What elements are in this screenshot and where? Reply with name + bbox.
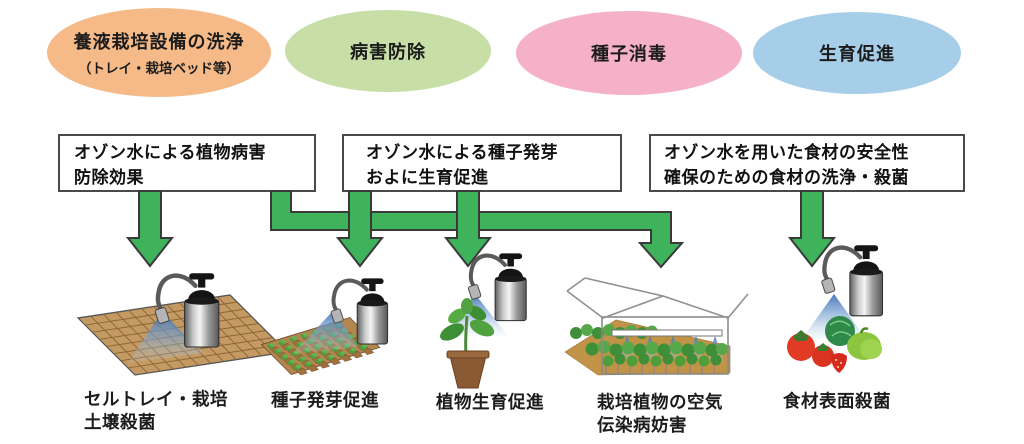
callout-line: 防除効果 [74,168,144,187]
greenhouse-roof [566,277,749,319]
tomato-large [787,333,815,361]
illustration-potted-plant [440,253,526,389]
bubble-sublabel: （トレイ・栽培ベッド等） [78,61,240,76]
application-bubble-growth-promotion: 生育促進 [753,12,961,94]
bubble-label: 生育促進 [819,44,895,64]
spray-cone [128,312,204,363]
spray-pipe [611,329,723,337]
greenhouse-walls [601,316,729,375]
down-arrow-food-surface [787,190,837,268]
caption-line: 種子発芽促進 [271,390,379,410]
bubble-label: 病害防除 [350,42,426,62]
caption-plant-growth: 植物生育促進 [436,391,544,414]
plant-stem [464,315,469,355]
caption-line: セルトレイ・栽培 [84,389,228,409]
callout-food-safety-washing: オゾン水を用いた食材の安全性 確保のための食材の洗浄・殺菌 [649,134,965,192]
greenhouse-mid-hedge [585,340,728,357]
caption-greenhouse: 栽培植物の空気 伝染病妨害 [597,391,723,437]
caption-line: 土壌殺菌 [84,412,156,432]
cabbage-veins [829,320,852,337]
down-arrow-plant-growth [443,190,493,268]
bubble-label: 種子消毒 [591,44,667,64]
caption-line: 栽培植物の空気 [597,392,723,412]
application-bubble-seed-disinfection: 種子消毒 [516,11,742,95]
flow-arrows [125,190,837,269]
caption-line: 植物生育促進 [436,392,544,412]
plant-stems [605,360,715,374]
illustration-seed-tray [260,278,387,377]
callout-line: オゾン水による植物病害 [74,143,266,162]
plant-pot-rim [446,350,490,359]
callout-plant-disease-effect: オゾン水による植物病害 防除効果 [58,134,316,192]
tomato-calyx [793,330,809,341]
strawberry [831,353,847,373]
callout-line: オゾン水による種子発芽 [366,143,558,162]
down-arrow-seed-germination [335,190,385,268]
tomato-small [812,345,834,367]
pepper-stem [859,327,869,334]
caption-seed-germination: 種子発芽促進 [271,389,379,412]
application-bubble-disease-control: 病害防除 [285,10,491,92]
illustration-vegetables [787,245,883,373]
bubble-label: 養液栽培設備の洗浄 [73,32,245,52]
caption-line: 伝染病妨害 [597,415,687,435]
application-bubble-equipment-washing: 養液栽培設備の洗浄 （トレイ・栽培ベッド等） [47,8,271,97]
caption-line: 食材表面殺菌 [783,391,891,411]
caption-food-surface: 食材表面殺菌 [783,390,891,413]
illustration-cell-tray [76,273,289,376]
illustration-greenhouse [564,277,749,376]
strawberry-seeds [835,359,842,368]
greenhouse-front-hedge [602,353,722,367]
tomato-calyx [817,343,829,351]
green-pepper-lobe [860,339,882,359]
plant-pot [449,355,487,389]
callout-line: オゾン水を用いた食材の安全性 [664,143,909,162]
callout-line: 確保のための食材の洗浄・殺菌 [664,168,909,187]
callout-line: およに生育促進 [366,168,489,187]
plant-leaves [440,298,495,341]
down-arrow-cell-tray [125,190,175,268]
callout-seed-germination-growth: オゾン水による種子発芽 およに生育促進 [342,134,622,192]
spray-cone [292,310,358,354]
caption-cell-tray: セルトレイ・栽培 土壌殺菌 [84,388,228,434]
